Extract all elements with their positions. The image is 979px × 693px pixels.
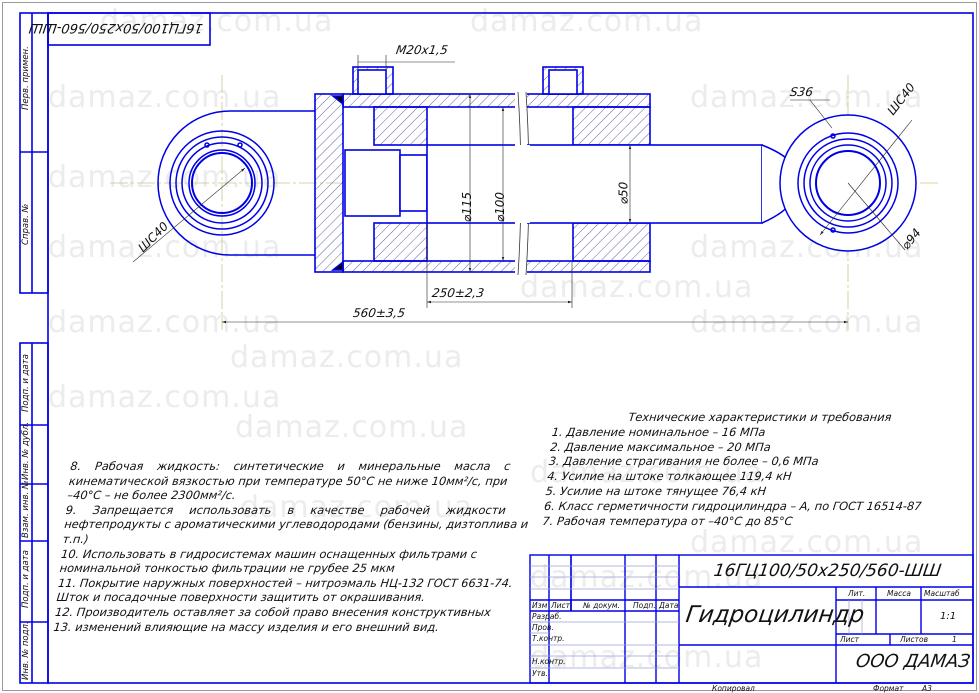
role-developer: Разраб. (532, 612, 562, 621)
watermark: damaz.com.ua (530, 640, 764, 675)
side-label-inv-dubl: Инв. № дубл. (21, 421, 31, 480)
copied-label: Копировал (712, 684, 755, 693)
watermark: damaz.com.ua (690, 80, 924, 115)
side-label-sprav: Справ. № (21, 203, 31, 245)
watermark: damaz.com.ua (520, 270, 754, 305)
sheets-label: Листов (900, 635, 929, 644)
side-label-inv-podl: Инв. № подл. (21, 621, 31, 680)
note-line: 10. Использовать в гидросистемах машин о… (60, 546, 478, 561)
note-line: 12. Производитель оставляет за собой пра… (54, 604, 492, 619)
role-tech-control: Т.контр. (532, 634, 565, 643)
note-line: 13. изменений влияющие на массу изделия … (52, 619, 440, 634)
side-label-perv-primen: Перв. примен. (21, 46, 31, 110)
watermark: damaz.com.ua (690, 525, 924, 560)
side-label-podp-data-2: Подп. и дата (21, 550, 31, 608)
header-sign: Подп. (633, 601, 656, 610)
role-approved: Утв. (532, 669, 548, 678)
note-line: номинальной тонкостью фильтрации не груб… (58, 561, 396, 576)
scale-value: 1:1 (940, 611, 957, 622)
note-line: кинематической вязкостью при температуре… (68, 473, 509, 488)
sheets-value: 1 (952, 635, 957, 644)
header-izm: Изм (532, 601, 548, 610)
note-line: нефтепродукты с ароматическими углеводор… (63, 517, 529, 532)
watermark: damaz.com.ua (470, 4, 704, 39)
role-norm-control: Н.контр. (532, 657, 566, 666)
dim-bore: ⌀100 (493, 191, 508, 223)
specs-title: Технические характеристики и требования (627, 410, 893, 424)
note-line: –40°С – не более 2300мм²/с. (66, 488, 237, 503)
spec-item: 6. Класс герметичности гидроцилиндра – А… (543, 498, 923, 513)
dim-wrench: S36 (789, 85, 814, 99)
header-list: Лист (551, 601, 571, 610)
side-label-vzam-inv: Взам. инв. № (21, 480, 31, 538)
dim-stroke: 250±2,3 (431, 286, 486, 300)
scale-label: Масштаб (924, 589, 960, 598)
title-block-grid (529, 554, 974, 684)
format-value: А3 (922, 684, 932, 693)
dim-rod: ⌀50 (616, 181, 631, 205)
top-stamp: 16ГЦ100/50х250/560-ШШ (28, 20, 204, 35)
dim-bore-outer: ⌀115 (460, 191, 475, 223)
lit-label: Лит. (848, 589, 866, 598)
note-line: 9. Запрещается использовать в качестве р… (65, 502, 507, 517)
side-label-podp-data: Подп. и дата (21, 354, 31, 412)
product-name: Гидроцилиндр (684, 602, 866, 628)
note-line: Шток и посадочные поверхности защитить о… (55, 590, 426, 605)
dim-length: 560±3,5 (352, 306, 407, 320)
spec-item: 1. Давление номинальное – 16 МПа (551, 424, 767, 439)
mass-label: Масса (887, 589, 911, 598)
cylinder-body (314, 66, 793, 276)
company-name: ООО ДАМАЗ (854, 651, 972, 672)
watermark: damaz.com.ua (230, 340, 464, 375)
spec-item: 4. Усилие на штоке толкающее 119,4 кН (546, 469, 793, 484)
technical-specs: Технические характеристики и требования … (542, 410, 932, 528)
watermark: damaz.com.ua (530, 455, 764, 490)
spec-item: 3. Давление страгивания не более – 0,6 М… (548, 454, 820, 469)
watermark: damaz.com.ua (235, 410, 469, 445)
format-label: Формат (873, 684, 904, 693)
spec-item: 2. Давление максимальное – 20 МПа (549, 439, 772, 454)
note-line: т.п.) (62, 531, 90, 546)
watermark: damaz.com.ua (48, 380, 282, 415)
spec-item: 5. Усилие на штоке тянущее 76,4 кН (544, 483, 767, 498)
dimension-lines (222, 55, 913, 324)
frame (19, 12, 974, 684)
note-line: 8. Рабочая жидкость: синтетические и мин… (69, 459, 512, 473)
notes: 8. Рабочая жидкость: синтетические и мин… (52, 459, 529, 634)
watermark: damaz.com.ua (240, 490, 474, 525)
designation: 16ГЦ100/50х250/560-ШШ (712, 561, 943, 581)
role-checker: Пров. (532, 623, 554, 632)
left-eye (157, 110, 315, 256)
dim-port-thread: М20х1,5 (395, 43, 449, 57)
sheet-label: Лист (840, 635, 860, 644)
watermark: damaz.com.ua (48, 160, 282, 195)
note-line: 11. Покрытие наружных поверхностей – нит… (57, 575, 514, 590)
header-date: Дата (659, 601, 679, 610)
watermark: damaz.com.ua (100, 4, 334, 39)
watermark: damaz.com.ua (48, 80, 282, 115)
header-doc: № докум. (583, 601, 620, 610)
spec-item: 7. Рабочая температура от –40°С до 85°С (541, 513, 794, 528)
